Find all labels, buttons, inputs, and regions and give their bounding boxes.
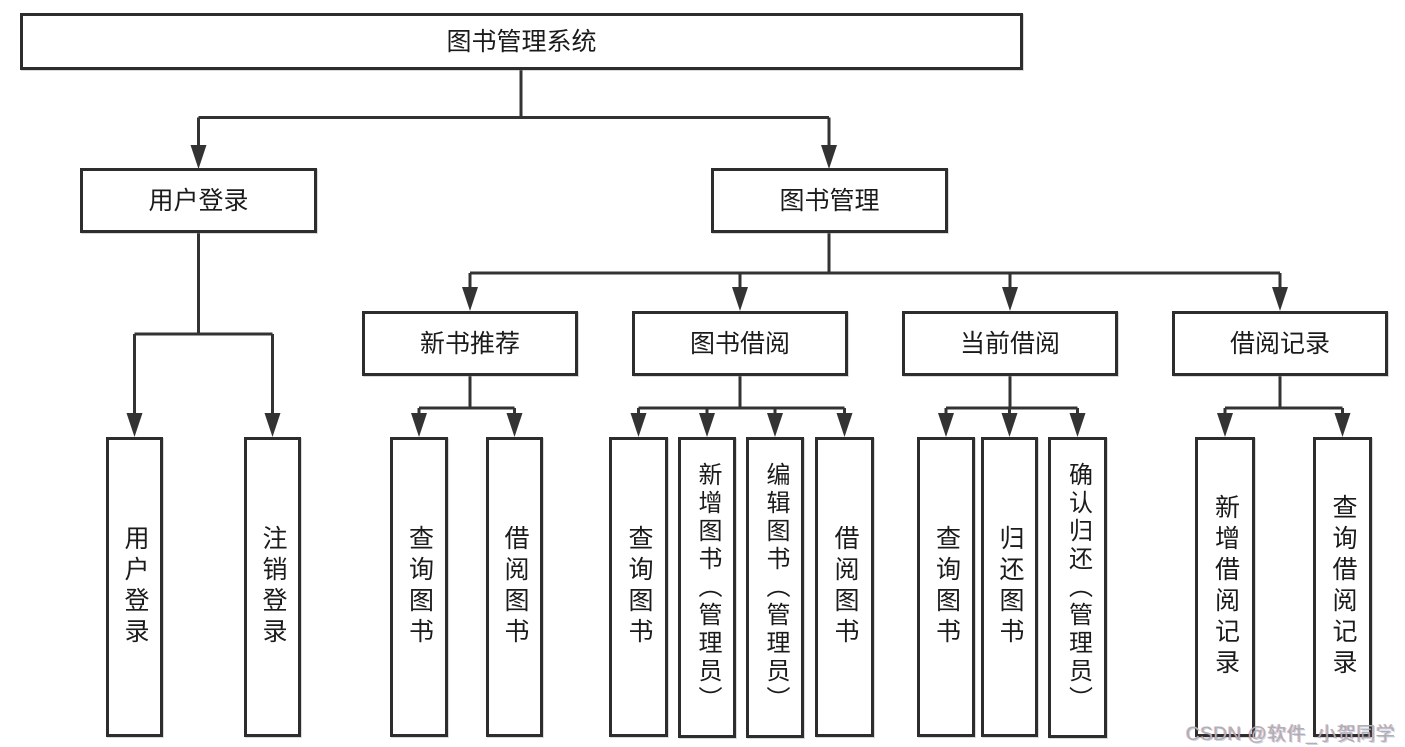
node-label: 当前借阅 xyxy=(959,329,1060,358)
arrow-down-icon xyxy=(1334,413,1351,437)
node-user-login: 用户登录 xyxy=(80,168,317,233)
node-label: 用户登录 xyxy=(148,186,249,215)
node-label: 查询借阅记录 xyxy=(1329,494,1357,680)
node-library-management-system: 图书管理系统 xyxy=(20,13,1023,70)
arrow-down-icon xyxy=(767,413,783,437)
arrow-down-icon xyxy=(411,413,427,437)
node-label: 查询图书 xyxy=(932,525,961,649)
node-label: 确认归还（管理员） xyxy=(1064,461,1092,714)
leaf-return-books: 归还图书 xyxy=(981,437,1038,737)
node-label: 新书推荐 xyxy=(419,329,520,358)
node-label: 新增借阅记录 xyxy=(1211,494,1240,680)
node-label: 注销登录 xyxy=(259,525,287,649)
arrow-down-icon xyxy=(264,413,281,437)
node-label: 编辑图书（管理员） xyxy=(762,461,789,714)
node-borrowing-records: 借阅记录 xyxy=(1172,311,1388,376)
node-label: 借阅图书 xyxy=(831,525,859,649)
arrow-down-icon xyxy=(1272,287,1288,311)
arrow-down-icon xyxy=(836,413,853,437)
arrow-down-icon xyxy=(1217,413,1233,437)
arrow-down-icon xyxy=(1002,287,1018,311)
node-label: 用户登录 xyxy=(121,525,149,649)
leaf-confirm-return-admin: 确认归还（管理员） xyxy=(1048,437,1107,738)
leaf-edit-book-admin: 编辑图书（管理员） xyxy=(746,437,804,738)
leaf-add-book-admin: 新增图书（管理员） xyxy=(678,437,736,738)
arrow-down-icon xyxy=(938,413,954,437)
node-label: 查询图书 xyxy=(625,525,653,649)
csdn-watermark: CSDN @软件_小贺同学 xyxy=(1186,724,1396,745)
leaf-query-borrow-record: 查询借阅记录 xyxy=(1313,437,1372,737)
arrow-down-icon xyxy=(630,413,647,437)
arrowheads xyxy=(126,145,1351,437)
arrow-down-icon xyxy=(190,145,207,169)
node-label: 查询图书 xyxy=(405,525,434,649)
arrow-down-icon xyxy=(462,287,478,311)
leaf-query-books-current: 查询图书 xyxy=(917,437,975,737)
node-book-management: 图书管理 xyxy=(711,168,948,233)
arrow-down-icon xyxy=(1069,413,1086,437)
arrow-down-icon xyxy=(126,413,143,437)
node-label: 图书借阅 xyxy=(689,329,790,358)
node-label: 图书管理 xyxy=(779,186,880,215)
node-current-borrowing: 当前借阅 xyxy=(902,311,1118,376)
node-book-borrowing: 图书借阅 xyxy=(632,311,848,376)
arrow-down-icon xyxy=(821,145,837,169)
node-label: 新增图书（管理员） xyxy=(694,461,721,714)
node-label: 借阅图书 xyxy=(501,525,529,649)
leaf-query-books-recommend: 查询图书 xyxy=(390,437,448,737)
leaf-user-login: 用户登录 xyxy=(106,437,163,737)
node-label: 借阅记录 xyxy=(1229,329,1330,358)
node-label: 图书管理系统 xyxy=(446,27,597,56)
arrow-down-icon xyxy=(699,413,715,437)
leaf-query-books-borrowing: 查询图书 xyxy=(609,437,668,737)
node-label: 归还图书 xyxy=(996,525,1024,649)
arrow-down-icon xyxy=(732,287,748,311)
arrow-down-icon xyxy=(1001,413,1018,437)
leaf-borrow-books: 借阅图书 xyxy=(815,437,874,737)
leaf-add-borrow-record: 新增借阅记录 xyxy=(1195,437,1255,737)
leaf-logout: 注销登录 xyxy=(244,437,301,737)
leaf-borrow-books-recommend: 借阅图书 xyxy=(486,437,543,737)
node-new-book-recommend: 新书推荐 xyxy=(362,311,578,376)
arrow-down-icon xyxy=(506,413,523,437)
